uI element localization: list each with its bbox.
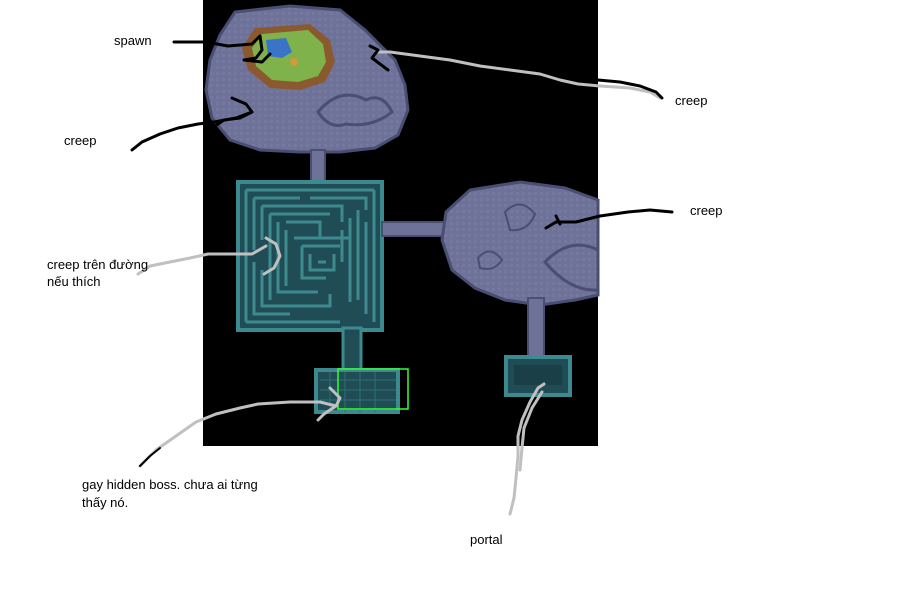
selection-box [337, 368, 409, 410]
corridor-spawn-maze [310, 149, 326, 185]
creep-right-label: creep [690, 203, 723, 218]
boss-pointer [138, 386, 342, 468]
maze-creep-pointer [136, 236, 282, 276]
creep-left-label: creep [64, 133, 97, 148]
maze-creep-label-line2: nếu thích [47, 274, 101, 289]
right-island [440, 180, 600, 307]
creep-right-pointer [544, 208, 674, 230]
creep-top-right-pointer [374, 50, 662, 100]
maze-room [236, 180, 384, 332]
annotation-lines [130, 34, 674, 516]
spawn-label: spawn [114, 33, 152, 48]
spawn-pointer [172, 34, 272, 64]
corridor-right-portal [527, 297, 545, 359]
creep-top-right-label: creep [675, 93, 708, 108]
portal-label: portal [470, 532, 503, 547]
portal-pointer [508, 382, 546, 516]
maze-creep-label-line1: creep trên đường [47, 257, 149, 272]
creep-left-pointer [130, 96, 254, 152]
boss-label-line1: gay hidden boss. chưa ai từng [82, 477, 258, 492]
corridor-maze-boss [341, 326, 363, 374]
corridor-maze-right [381, 221, 447, 237]
boss-label-line2: thấy nó. [82, 495, 129, 510]
spawn-island [204, 4, 410, 154]
